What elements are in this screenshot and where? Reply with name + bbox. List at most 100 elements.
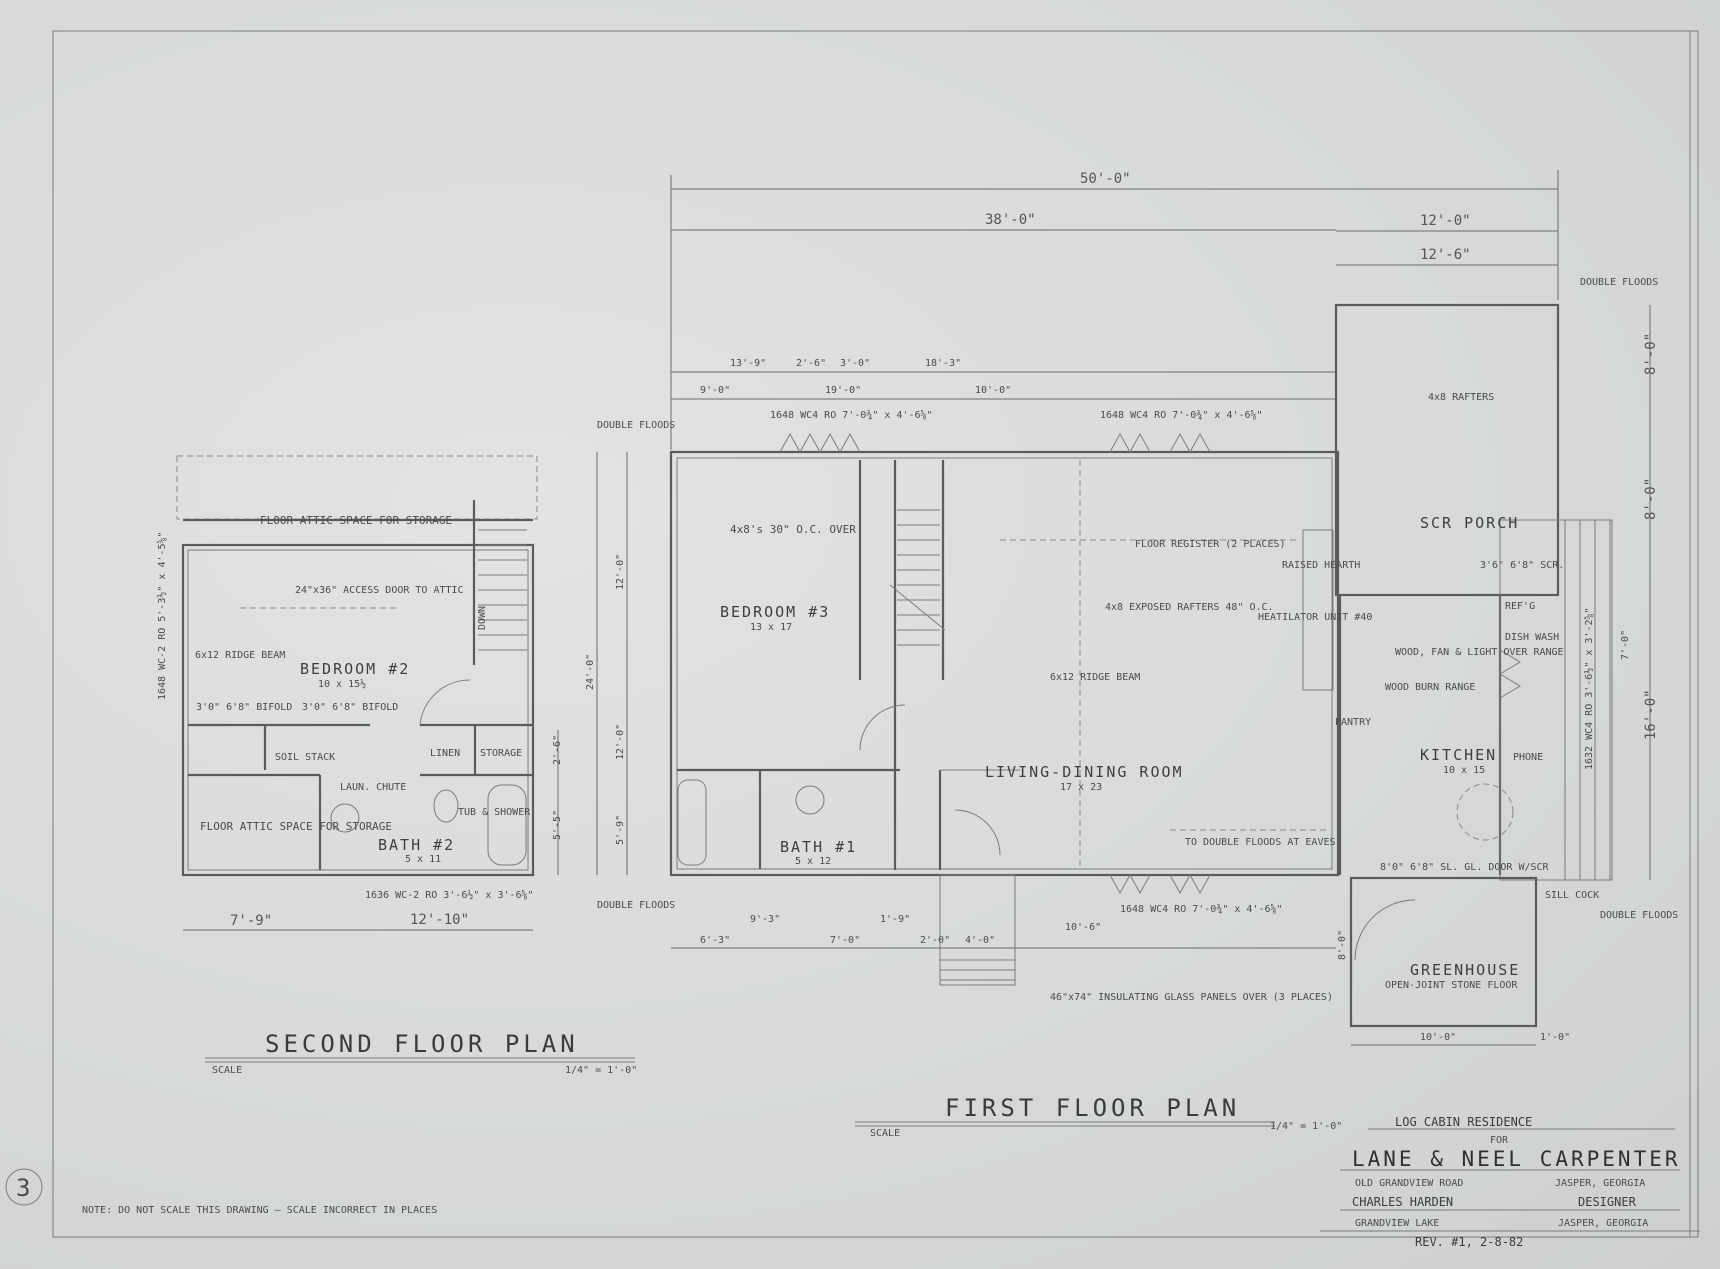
title-block: LOG CABIN RESIDENCE FOR LANE & NEEL CARP… (1320, 1115, 1700, 1249)
client-city: JASPER, GEORGIA (1555, 1178, 1645, 1189)
dim-2-6: 2'-6" (552, 735, 563, 765)
dim-left-3: 12'-0" (615, 724, 626, 760)
soil-stack-note: SOIL STACK (275, 752, 335, 763)
second-floor-plan: FLOOR ATTIC SPACE FOR STORAGE 24"x36" AC… (156, 455, 637, 1076)
double-floods-note-4: DOUBLE FLOODS (1600, 910, 1678, 921)
designer-city: JASPER, GEORGIA (1558, 1218, 1648, 1229)
room-bath-1-size: 5 x 12 (795, 856, 831, 867)
second-floor-scale-label: SCALE (212, 1065, 242, 1076)
second-floor-scale-value: 1/4" = 1'-0" (565, 1065, 637, 1076)
phone-label: PHONE (1513, 752, 1543, 763)
window-note-top-left: 1648 WC4 RO 7'-0¾" x 4'-6⅝" (770, 409, 933, 421)
double-floods-eaves-note: TO DOUBLE FLOODS AT EAVES (1185, 837, 1336, 848)
greenhouse-floor-note: OPEN-JOINT STONE FLOOR (1385, 980, 1518, 991)
dim-bottom-6: 4'-0" (965, 935, 995, 946)
laundry-chute-note: LAUN. CHUTE (340, 782, 406, 793)
dishwasher-label: DISH WASH (1505, 632, 1559, 643)
range-label: WOOD BURN RANGE (1385, 682, 1475, 693)
attic-storage-label: FLOOR ATTIC SPACE FOR STORAGE (260, 514, 452, 527)
room-greenhouse: GREENHOUSE (1410, 961, 1520, 979)
revision: REV. #1, 2-8-82 (1415, 1235, 1523, 1249)
designer-name: CHARLES HARDEN (1352, 1195, 1453, 1209)
room-bedroom-3-size: 13 x 17 (750, 622, 792, 633)
scale-warning-note: NOTE: DO NOT SCALE THIS DRAWING — SCALE … (82, 1205, 437, 1216)
tub-shower-label: TUB & SHOWER (458, 807, 531, 818)
dim-bottom-1: 6'-3" (700, 935, 730, 946)
dim-12-10: 12'-10" (410, 912, 469, 928)
dim-right-3: 7'-0" (1620, 630, 1631, 660)
client-name: LANE & NEEL CARPENTER (1352, 1147, 1681, 1171)
pantry-label: PANTRY (1335, 717, 1371, 728)
rafters-note-bedroom: 4x8's 30" O.C. OVER (730, 523, 856, 536)
room-bedroom-2: BEDROOM #2 (300, 660, 410, 678)
dim-bottom-5: 2'-0" (920, 935, 950, 946)
raised-hearth-note: RAISED HEARTH (1282, 560, 1360, 571)
first-floor-scale-label: SCALE (870, 1128, 900, 1139)
window-note-kitchen: 1632 WC4 RO 3'-6½" x 3'-2⅝" (1583, 607, 1595, 770)
first-floor-scale-value: 1/4" = 1'-0" (1270, 1121, 1342, 1132)
dim-bottom-10: 8'-0" (1337, 930, 1348, 960)
dim-row2-c: 10'-0" (975, 385, 1011, 396)
exposed-rafters-note: 4x8 EXPOSED RAFTERS 48" O.C. (1105, 602, 1274, 613)
dim-bottom-3: 7'-0" (830, 935, 860, 946)
dim-bottom-9: 1'-0" (1540, 1032, 1570, 1043)
room-bath-1: BATH #1 (780, 838, 857, 856)
room-bath-2: BATH #2 (378, 836, 455, 854)
screen-door-note: 3'6" 6'8" SCR. (1480, 560, 1564, 571)
room-living-dining: LIVING-DINING ROOM (985, 763, 1184, 781)
dim-row2-a: 9'-0" (700, 385, 730, 396)
sliding-door-note: 8'0" 6'8" SL. GL. DOOR W/SCR (1380, 862, 1550, 873)
attic-access-note: 24"x36" ACCESS DOOR TO ATTIC (295, 585, 464, 596)
stair-down-label: DOWN (477, 606, 488, 630)
dim-porch: 12'-0" (1420, 213, 1471, 229)
designer-address: GRANDVIEW LAKE (1355, 1218, 1439, 1229)
range-fan-note: WOOD, FAN & LIGHT OVER RANGE (1395, 647, 1564, 658)
first-floor-title: FIRST FLOOR PLAN (945, 1094, 1240, 1122)
ridge-beam-note: 6x12 RIDGE BEAM (1050, 672, 1140, 683)
dim-7-9: 7'-9" (230, 913, 272, 929)
double-floods-note-3: DOUBLE FLOODS (597, 900, 675, 911)
project-name: LOG CABIN RESIDENCE (1395, 1115, 1532, 1129)
room-scr-porch: SCR PORCH (1420, 514, 1519, 532)
dim-left-1: 12'-0" (615, 554, 626, 590)
dim-overall: 50'-0" (1080, 171, 1131, 187)
dim-main: 38'-0" (985, 212, 1036, 228)
client-address: OLD GRANDVIEW ROAD (1355, 1178, 1463, 1189)
room-linen: LINEN (430, 748, 460, 759)
sheet-number-circle (5, 1168, 43, 1206)
lower-attic-storage-label: FLOOR ATTIC SPACE FOR STORAGE (200, 820, 392, 833)
room-bedroom-3: BEDROOM #3 (720, 603, 830, 621)
first-floor-plan: 50'-0" 38'-0" 12'-0" 12'-6" 13'-9" 2'-6"… (585, 170, 1678, 1139)
dim-bottom-8: 10'-0" (1420, 1032, 1456, 1043)
heatilator-note: HEATILATOR UNIT #40 (1258, 612, 1372, 623)
dim-right-2: 8'-0" (1643, 478, 1659, 520)
porch-rafters-note: 4x8 RAFTERS (1428, 392, 1494, 403)
room-bath-2-size: 5 x 11 (405, 854, 441, 865)
bifold-note-1: 3'0" 6'8" BIFOLD (196, 702, 292, 713)
insulating-glass-note: 46"x74" INSULATING GLASS PANELS OVER (3 … (1050, 992, 1333, 1003)
dim-right-1: 8'-0" (1643, 333, 1659, 375)
dim-row1-d: 18'-3" (925, 358, 961, 369)
dim-row2-b: 19'-0" (825, 385, 861, 396)
designer-label: DESIGNER (1578, 1195, 1637, 1209)
bifold-note-2: 3'0" 6'8" BIFOLD (302, 702, 398, 713)
dim-bottom-2: 9'-3" (750, 914, 780, 925)
second-floor-title: SECOND FLOOR PLAN (265, 1030, 579, 1058)
ridge-beam-note: 6x12 RIDGE BEAM (195, 650, 285, 661)
window-note-bottom: 1648 WC4 RO 7'-0¾" x 4'-6⅝" (1120, 903, 1283, 915)
room-bedroom-2-size: 10 x 15½ (318, 678, 366, 690)
dim-left-2: 24'-0" (585, 654, 596, 690)
refrigerator-label: REF'G (1505, 601, 1535, 612)
room-kitchen: KITCHEN (1420, 746, 1497, 764)
dim-row1-a: 13'-9" (730, 358, 766, 369)
dim-bottom-7: 10'-6" (1065, 922, 1101, 933)
dim-row1-c: 3'-0" (840, 358, 870, 369)
room-kitchen-size: 10 x 15 (1443, 765, 1485, 776)
window-note-left: 1648 WC-2 RO 5'-3½" x 4'-5⅝" (156, 531, 168, 700)
dim-bottom-4: 1'-9" (880, 914, 910, 925)
room-storage: STORAGE (480, 748, 522, 759)
for-label: FOR (1490, 1135, 1509, 1146)
double-floods-note-2: DOUBLE FLOODS (597, 420, 675, 431)
double-floods-note-1: DOUBLE FLOODS (1580, 277, 1658, 288)
